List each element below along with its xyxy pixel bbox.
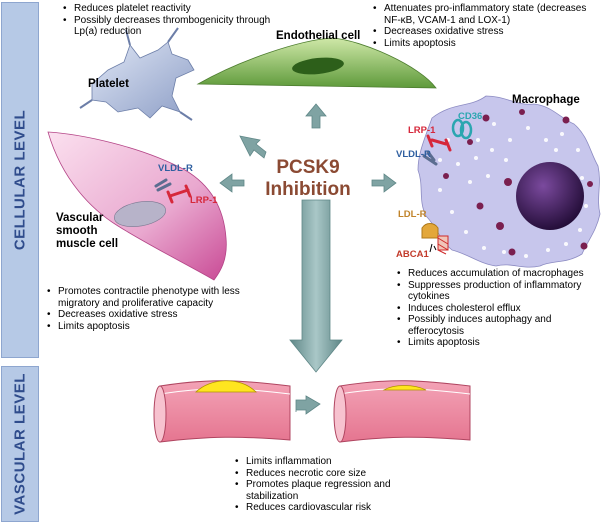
list-item: Promotes plaque regression and stabiliza… <box>234 479 434 502</box>
endothelial-effects: Attenuates pro-inflammatory state (decre… <box>372 3 604 49</box>
list-item: Limits inflammation <box>234 456 434 468</box>
arrows <box>219 103 397 415</box>
receptor-glyphs <box>154 118 473 255</box>
lrp1-mac-label: LRP-1 <box>408 125 436 136</box>
list-item: Suppresses production of inflammatory cy… <box>396 280 606 303</box>
abca1-label: ABCA1 <box>396 249 429 260</box>
macrophage-shape <box>417 95 601 268</box>
vldlr-smc-label: VLDL-R <box>158 163 193 174</box>
vascular-effects: Limits inflammation Reduces necrotic cor… <box>234 456 434 514</box>
platelet-effects: Reduces platelet reactivity Possibly dec… <box>62 3 272 38</box>
vessel-after <box>333 380 471 443</box>
pcsk9-inhibition-label: PCSK9 Inhibition <box>265 157 351 200</box>
list-item: Reduces cardiovascular risk <box>234 502 434 514</box>
list-item: Possibly decreases thrombogenicity throu… <box>62 15 272 38</box>
smooth-muscle-cell-shape <box>47 131 227 281</box>
list-item: Limits apoptosis <box>396 337 606 349</box>
list-item: Reduces necrotic core size <box>234 468 434 480</box>
list-item: Induces cholesterol efflux <box>396 303 606 315</box>
macrophage-title: Macrophage <box>512 94 580 106</box>
cd36-label: CD36 <box>458 111 483 122</box>
platelet-shape <box>79 27 195 121</box>
ldlr-label: LDL-R <box>398 209 427 220</box>
vsmc-title: Vascular smooth muscle cell <box>56 212 119 250</box>
endothelial-title: Endothelial cell <box>276 30 361 42</box>
lrp1-smc-label: LRP-1 <box>190 195 218 206</box>
endothelial-cell-shape <box>196 37 437 89</box>
list-item: Limits apoptosis <box>46 321 250 333</box>
list-item: Reduces accumulation of macrophages <box>396 268 606 280</box>
vessel-before <box>153 380 291 443</box>
list-item: Decreases oxidative stress <box>372 26 604 38</box>
list-item: Limits apoptosis <box>372 38 604 50</box>
cellular-level-label: CELLULAR LEVEL <box>1 2 39 358</box>
list-item: Possibly induces autophagy and efferocyt… <box>396 314 606 337</box>
list-item: Reduces platelet reactivity <box>62 3 272 15</box>
list-item: Decreases oxidative stress <box>46 309 250 321</box>
platelet-title: Platelet <box>88 78 129 90</box>
macrophage-effects: Reduces accumulation of macrophages Supp… <box>396 268 606 349</box>
vldlr-mac-label: VLDL-R <box>396 149 431 160</box>
vascular-level-label: VASCULAR LEVEL <box>1 366 39 522</box>
list-item: Promotes contractile phenotype with less… <box>46 286 250 309</box>
list-item: Attenuates pro-inflammatory state (decre… <box>372 3 604 26</box>
smc-effects: Promotes contractile phenotype with less… <box>46 286 250 332</box>
central-arrow-down <box>289 199 343 373</box>
